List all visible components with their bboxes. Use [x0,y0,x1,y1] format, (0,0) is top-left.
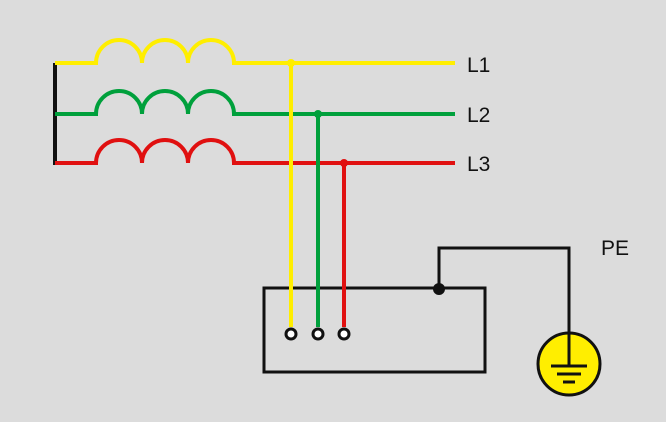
junction-dot-l1 [287,59,295,67]
junction-dot-l3 [340,159,348,167]
pe-junction-dot [433,283,445,295]
coil-l3 [55,138,455,165]
coil-l1 [55,38,455,65]
pe-wire [437,246,571,340]
terminal-l2 [311,327,325,341]
label-l1: L1 [467,54,490,77]
device-enclosure [262,286,487,374]
junction-dot-l2 [314,110,322,118]
label-l2: L2 [467,104,490,127]
label-l3: L3 [467,153,490,176]
terminal-l3 [337,327,351,341]
earth-ground-icon [536,331,602,397]
terminal-l1 [284,327,298,341]
label-pe: PE [601,237,629,260]
coil-l2 [55,89,455,116]
